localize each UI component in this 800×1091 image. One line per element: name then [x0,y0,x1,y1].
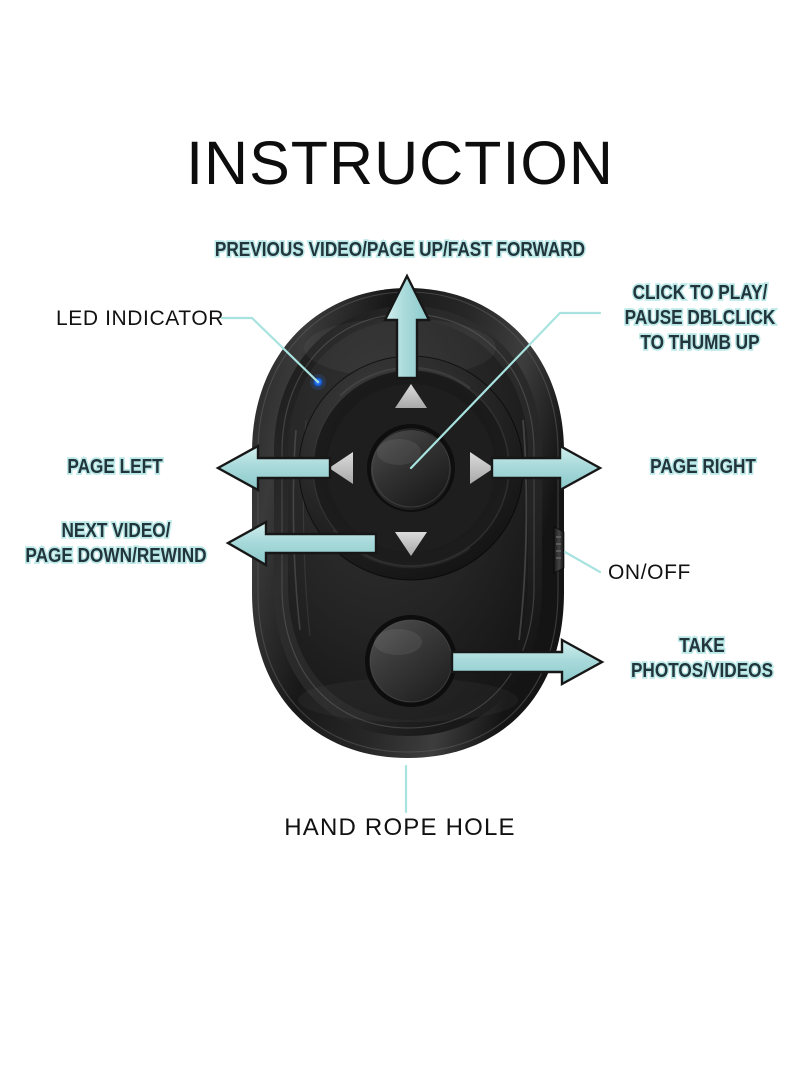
callout-click-to-play-line-2: PAUSE DBLCLICK [623,305,777,330]
callout-next-video-line-2: PAGE DOWN/REWIND [24,543,208,568]
dpad-right-triangle[interactable] [470,452,494,484]
callout-previous-video: PREVIOUS VIDEO/PAGE UP/FAST FORWARD [56,237,744,263]
callout-page-left-line-1: PAGE LEFT [66,454,164,479]
callout-take-photos: TAKE PHOTOS/VIDEOS [618,633,787,684]
side-power-button[interactable] [553,526,565,574]
arrow-right-page-right [490,443,603,493]
callout-arrows [215,273,605,687]
callout-click-to-play-line-1: CLICK TO PLAY/ [631,280,769,305]
shutter-button[interactable] [365,615,457,707]
callout-previous-video-line-1: PREVIOUS VIDEO/PAGE UP/FAST FORWARD [213,237,586,262]
dpad-down-triangle[interactable] [395,532,427,556]
arrow-left-page-left [215,443,332,493]
leader-lines [220,311,602,814]
callout-page-right-line-1: PAGE RIGHT [649,454,758,479]
arrow-right-take-photos [450,637,605,687]
callout-led-indicator: LED INDICATOR [56,307,224,331]
callout-page-left: PAGE LEFT [33,454,196,480]
leader-line-center [409,311,602,470]
page-title: INSTRUCTION [186,129,614,197]
callout-on-off-line-1: ON/OFF [608,561,691,584]
callout-click-to-play-line-3: TO THUMB UP [639,330,761,355]
callout-hand-rope-hole-line-1: HAND ROPE HOLE [284,814,516,841]
arrow-up-previous-video [383,273,431,380]
callout-next-video-line-1: NEXT VIDEO/ [60,518,172,543]
callout-page-right: PAGE RIGHT [621,454,784,480]
callout-next-video: NEXT VIDEO/ PAGE DOWN/REWIND [16,518,216,569]
callout-led-indicator-line-1: LED INDICATOR [56,307,225,330]
dpad-left-triangle[interactable] [329,452,353,484]
callout-hand-rope-hole: HAND ROPE HOLE [0,814,800,842]
leader-line-onoff [563,550,602,574]
arrow-left-next-video [225,519,378,568]
leader-line-led [220,316,320,384]
callout-on-off: ON/OFF [608,561,691,585]
dpad-up-triangle[interactable] [395,384,427,408]
callout-click-to-play: CLICK TO PLAY/ PAUSE DBLCLICK TO THUMB U… [614,280,786,356]
callout-take-photos-line-1: TAKE [678,633,726,658]
callout-take-photos-line-2: PHOTOS/VIDEOS [629,658,774,683]
